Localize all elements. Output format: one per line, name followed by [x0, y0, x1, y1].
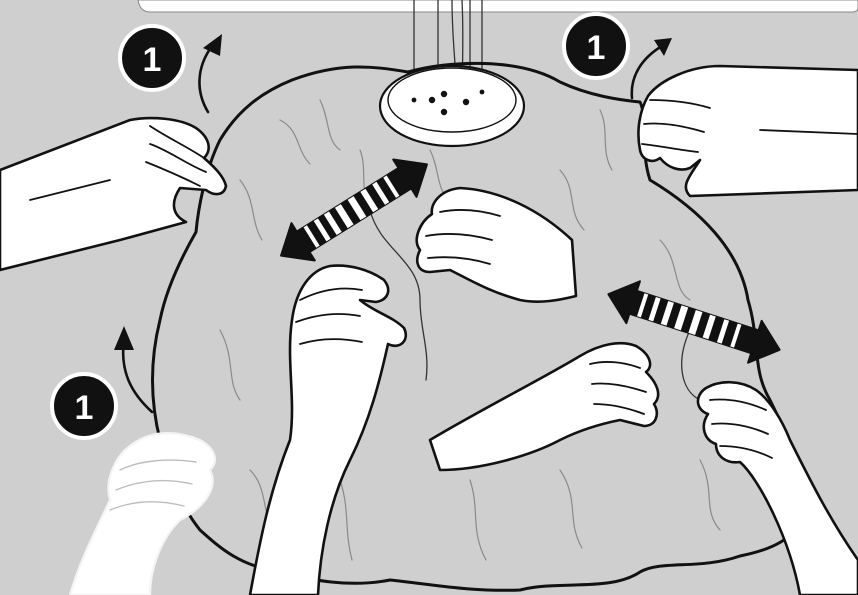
step-badge-top-left: 1 [120, 26, 184, 90]
ceiling-canopy [380, 66, 524, 146]
step-badge-top-right: 1 [564, 14, 628, 78]
caption-tab [138, 0, 858, 12]
hand-bottom-right [698, 382, 858, 595]
step-badge-label: 1 [143, 41, 162, 79]
hand-center [417, 188, 576, 302]
step-badge-label: 1 [75, 389, 94, 427]
step-badge-label: 1 [587, 29, 606, 67]
hand-center-left [250, 266, 406, 595]
hand-right-center [430, 343, 658, 470]
rotate-arrow-top-left [199, 34, 222, 112]
hand-top-right [638, 66, 858, 196]
stretch-arrow-top [269, 146, 438, 274]
rotate-arrow-bottom-left [114, 326, 152, 412]
hand-top-left [0, 118, 226, 270]
hand-bottom-left [70, 433, 215, 595]
step-badge-bottom-left: 1 [52, 374, 116, 438]
